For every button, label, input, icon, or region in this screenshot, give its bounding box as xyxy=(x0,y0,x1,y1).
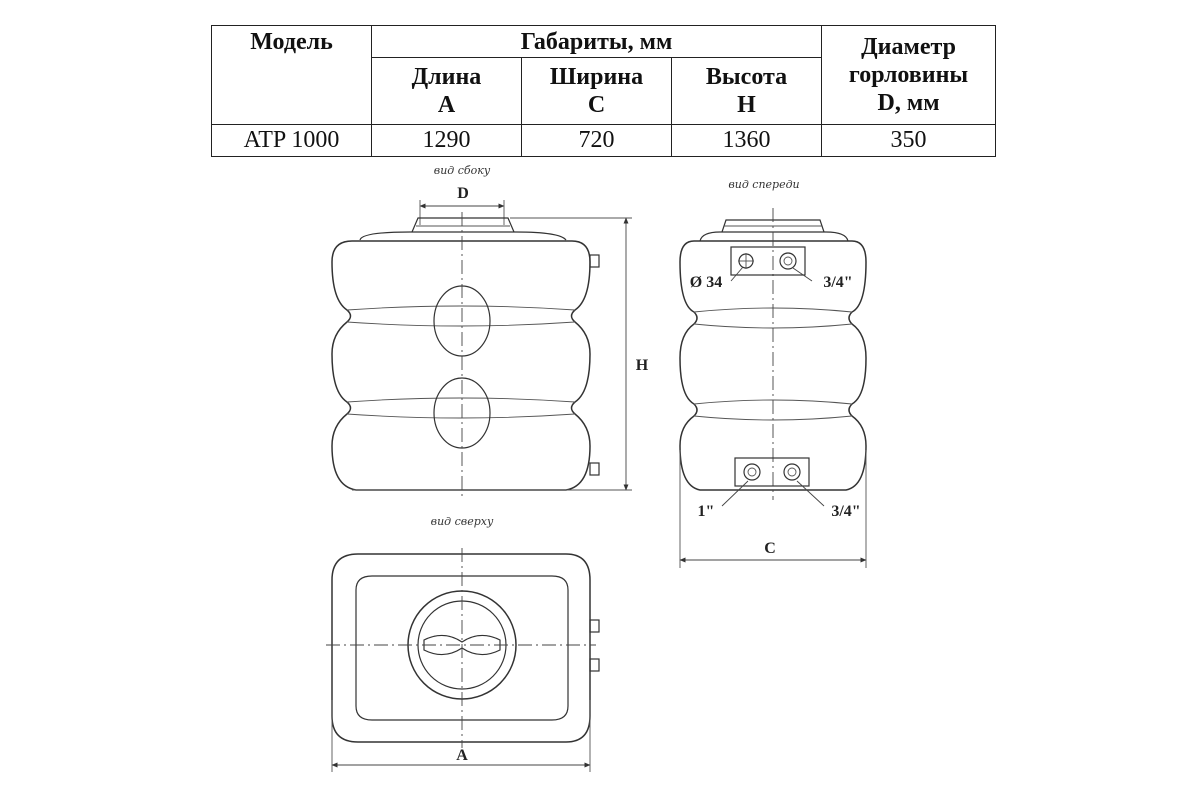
spec-table: Модель Габариты, мм Диаметр горловины D,… xyxy=(211,24,997,158)
bottom-fitting-34-inner xyxy=(787,467,797,477)
header-neck-line-1: Диаметр xyxy=(861,33,956,60)
table-row: ATP 1000 1290 720 1360 350 xyxy=(211,123,997,158)
side-groove-1a xyxy=(346,305,576,311)
thread-top-label: 3/4" xyxy=(823,274,852,291)
top-thread-inner xyxy=(783,256,793,266)
thread-bottom-leader xyxy=(796,480,825,507)
header-height-symbol: H xyxy=(737,91,756,118)
header-length-label: Длина xyxy=(411,63,482,90)
front-bottom-plate xyxy=(734,457,810,487)
header-width-label: Ширина xyxy=(549,63,644,90)
d-dimension-label: D xyxy=(457,185,469,202)
side-groove-2b xyxy=(346,413,576,419)
header-neck-line-2: горловины xyxy=(848,61,969,88)
cell-height: 1360 xyxy=(670,123,823,158)
a-dimension-label: A xyxy=(456,747,468,764)
header-dimensions: Габариты, мм xyxy=(370,24,823,59)
front-body-outline xyxy=(679,240,867,491)
top-inner-rim xyxy=(355,575,569,721)
h-dimension-label: H xyxy=(636,357,649,374)
side-fitting-bottom xyxy=(589,462,600,476)
top-body-outline xyxy=(331,553,591,743)
top-view: вид сверху A xyxy=(326,515,600,772)
side-view-caption: вид сбоку xyxy=(434,164,491,177)
top-thread-fitting xyxy=(779,252,797,270)
hole-34-label: Ø 34 xyxy=(690,274,722,291)
top-view-caption: вид сверху xyxy=(431,515,494,528)
front-shoulder xyxy=(699,231,849,242)
bottom-fitting-34 xyxy=(783,463,801,481)
side-fitting-top xyxy=(589,254,600,268)
bottom-fitting-1in-inner xyxy=(747,467,757,477)
thread-1in-leader xyxy=(721,480,749,507)
header-neck-diameter: Диаметр горловины D, мм xyxy=(821,25,997,125)
header-height-label: Высота xyxy=(705,63,788,90)
top-fitting-2 xyxy=(589,658,600,672)
hole-34-leader xyxy=(730,266,744,282)
header-neck-line-3: D, мм xyxy=(877,89,940,116)
cell-model: ATP 1000 xyxy=(211,123,372,158)
thread-bottom-label: 3/4" xyxy=(831,503,860,520)
front-view-caption: вид спереди xyxy=(728,178,799,191)
header-length-symbol: A xyxy=(437,91,456,118)
cell-neck: 350 xyxy=(821,123,997,158)
side-body-outline xyxy=(331,240,591,491)
side-neck xyxy=(411,217,515,233)
side-shoulder xyxy=(359,231,567,241)
c-dimension-label: C xyxy=(764,540,776,557)
bottom-fitting-1in xyxy=(743,463,761,481)
front-top-plate xyxy=(730,246,806,276)
cell-length: 1290 xyxy=(371,123,522,158)
thread-top-leader xyxy=(792,267,813,282)
front-view: вид спереди Ø 34 3/4" xyxy=(679,178,867,568)
header-model: Модель xyxy=(211,25,372,125)
cell-width: 720 xyxy=(521,123,672,158)
thread-1in-label: 1" xyxy=(698,503,715,520)
top-fitting-1 xyxy=(589,619,600,633)
lid-handle xyxy=(423,634,501,656)
side-groove-1b xyxy=(346,321,576,327)
side-view: вид сбоку D xyxy=(331,164,649,498)
header-width-symbol: C xyxy=(587,91,606,118)
front-groove-1b xyxy=(693,323,853,329)
side-groove-2a xyxy=(346,397,576,403)
